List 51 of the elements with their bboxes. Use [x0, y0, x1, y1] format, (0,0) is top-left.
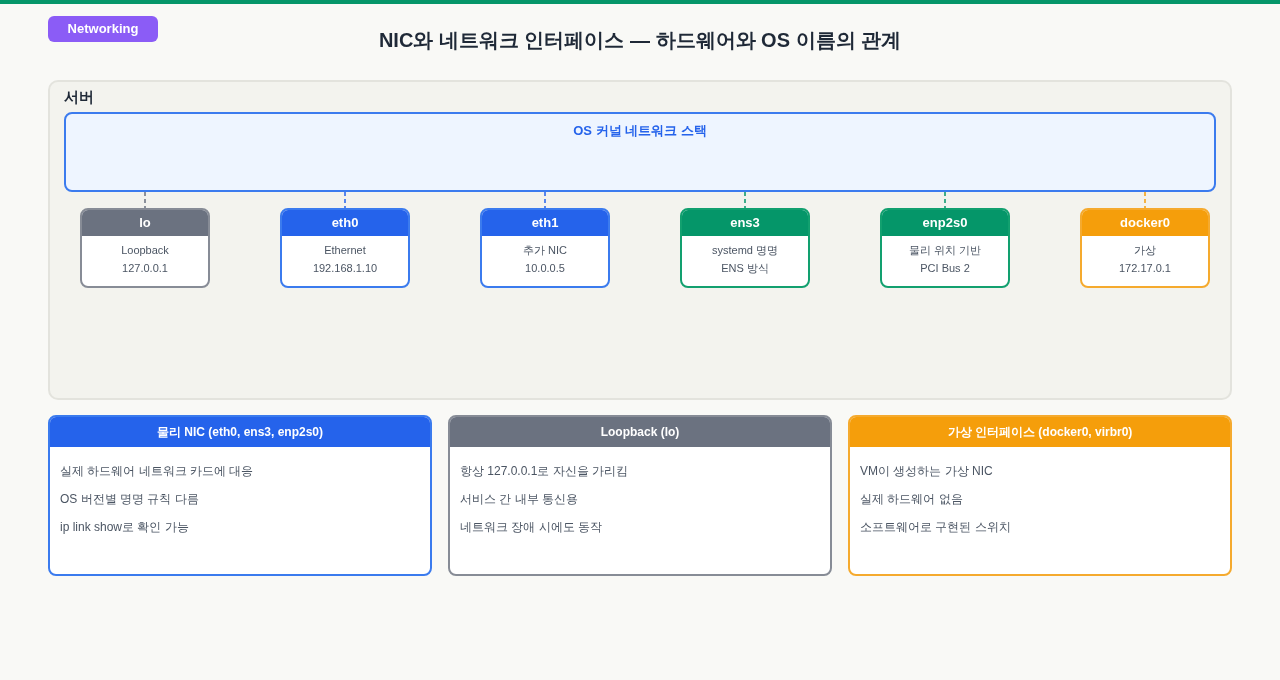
card-header: lo — [82, 210, 208, 236]
card-header: 물리 NIC (eth0, ens3, enp2s0) — [50, 417, 430, 447]
card-text: PCI Bus 2 — [920, 261, 970, 276]
dashed-connector — [1144, 191, 1146, 209]
card-text: 가상 — [1134, 243, 1156, 258]
info-card — [848, 415, 1232, 576]
diagram-title: NIC와 네트워크 인터페이스 — 하드웨어와 OS 이름의 관계 — [378, 28, 902, 53]
card-text: 네트워크 장애 시에도 동작 — [460, 519, 602, 536]
dashed-connector — [544, 191, 546, 209]
card-text: 추가 NIC — [523, 243, 567, 258]
card-text: systemd 명명 — [712, 243, 778, 258]
card-text: 127.0.0.1 — [122, 261, 168, 276]
panel-title: 서버 — [64, 88, 94, 106]
interface-card — [680, 208, 810, 288]
interface-card — [480, 208, 610, 288]
card-text: 항상 127.0.0.1로 자신을 가리킴 — [460, 463, 629, 480]
card-header: enp2s0 — [882, 210, 1008, 236]
interface-card — [880, 208, 1010, 288]
category-badge: Networking — [48, 16, 158, 42]
info-card — [48, 415, 432, 576]
card-text: 192.168.1.10 — [312, 261, 378, 276]
card-text: 서비스 간 내부 통신용 — [460, 491, 578, 508]
card-text: 172.17.0.1 — [1119, 261, 1171, 276]
server-panel — [48, 80, 1232, 400]
card-text: Loopback — [121, 243, 169, 258]
dashed-connector — [944, 191, 946, 209]
card-text: 실제 하드웨어 네트워크 카드에 대응 — [60, 463, 254, 480]
dashed-connector — [344, 191, 346, 209]
interface-card — [1080, 208, 1210, 288]
card-text: ip link show로 확인 가능 — [60, 519, 189, 536]
card-text: 물리 위치 기반 — [908, 243, 982, 258]
card-text: 실제 하드웨어 없음 — [860, 491, 963, 508]
stack-box — [64, 112, 1216, 192]
interface-card — [280, 208, 410, 288]
card-header: eth0 — [282, 210, 408, 236]
info-card — [448, 415, 832, 576]
dashed-connector — [144, 191, 146, 209]
card-text: 소프트웨어로 구현된 스위치 — [860, 519, 1011, 536]
card-header: ens3 — [682, 210, 808, 236]
stack-label: OS 커널 네트워크 스택 — [573, 122, 707, 140]
card-header: Loopback (lo) — [450, 417, 830, 447]
card-text: ENS 방식 — [721, 261, 769, 276]
card-text: 10.0.0.5 — [525, 261, 565, 276]
dashed-connector — [744, 191, 746, 209]
card-text: VM이 생성하는 가상 NIC — [860, 463, 993, 480]
interface-card — [80, 208, 210, 288]
card-text: Ethernet — [324, 243, 366, 258]
card-header: docker0 — [1082, 210, 1208, 236]
card-text: OS 버전별 명명 규칙 다름 — [60, 491, 199, 508]
card-header: 가상 인터페이스 (docker0, virbr0) — [850, 417, 1230, 447]
card-header: eth1 — [482, 210, 608, 236]
